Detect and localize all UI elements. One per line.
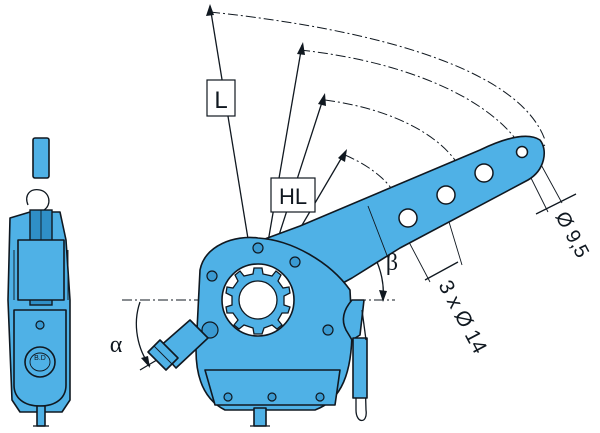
front-view bbox=[147, 135, 545, 427]
label-end-hole-spec: Ø 9,5 bbox=[551, 208, 593, 262]
spline-bore bbox=[238, 280, 278, 320]
label-HL-box bbox=[270, 177, 316, 213]
grease-nipple bbox=[253, 407, 267, 427]
bolt-right bbox=[322, 324, 334, 336]
label-alpha: α bbox=[110, 332, 123, 358]
lever-hole-3 bbox=[474, 163, 494, 183]
side-badge-ring bbox=[24, 346, 56, 378]
bolt-bottom-mid bbox=[267, 392, 277, 402]
label-HL: HL bbox=[279, 184, 307, 209]
arc-L bbox=[209, 11, 546, 141]
lever-hole-2 bbox=[436, 185, 456, 205]
lever-hole-1 bbox=[398, 208, 418, 228]
bolt-right-top bbox=[289, 256, 301, 268]
bolt-top bbox=[252, 242, 264, 254]
side-arm-top bbox=[32, 137, 50, 179]
bolt-left-top bbox=[206, 270, 218, 282]
side-stem bbox=[36, 405, 46, 427]
label-L-box bbox=[206, 79, 236, 117]
label-beta: β bbox=[386, 250, 398, 276]
label-L: L bbox=[214, 87, 227, 114]
side-bolt bbox=[35, 320, 45, 330]
holes-dim bbox=[424, 261, 459, 281]
end-dim bbox=[535, 193, 577, 215]
arc-HL bbox=[344, 154, 399, 201]
side-clip bbox=[26, 189, 50, 211]
bolt-bottom-right bbox=[315, 392, 325, 402]
clip-loop bbox=[355, 339, 367, 422]
side-gear-box bbox=[17, 239, 65, 301]
arc-3 bbox=[324, 99, 461, 169]
clip-spring bbox=[342, 299, 365, 341]
badge-text: B.D bbox=[34, 355, 46, 362]
side-view: B.D bbox=[7, 137, 71, 427]
adjuster-bolt bbox=[201, 321, 219, 339]
arc-2 bbox=[299, 49, 521, 146]
housing-lower-plate bbox=[204, 369, 341, 406]
lever-end-hole bbox=[515, 145, 529, 159]
label-holes-spec: 3 x Ø 14 bbox=[434, 277, 492, 358]
clip-body bbox=[352, 337, 368, 399]
bolt-bottom-left bbox=[223, 392, 233, 402]
